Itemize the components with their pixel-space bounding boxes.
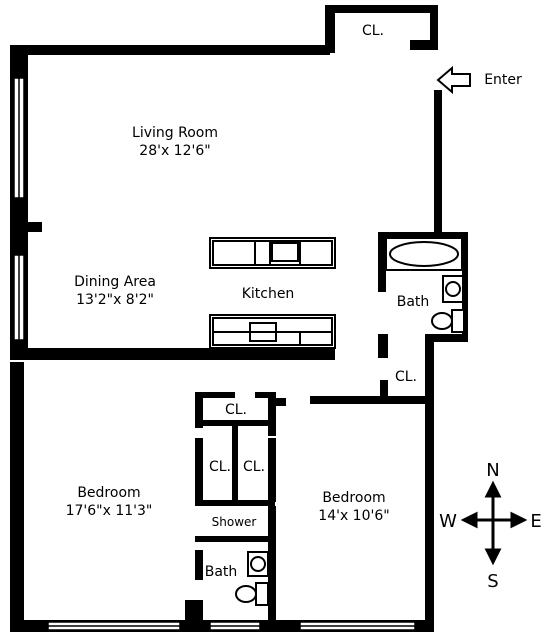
closet-right-label: CL. — [243, 459, 265, 475]
closet-hall-label: CL. — [395, 369, 417, 385]
windows — [13, 77, 416, 631]
kitchen-name: Kitchen — [242, 286, 295, 302]
compass-north: N — [486, 460, 499, 481]
entry-arrow-icon — [436, 65, 471, 95]
kitchen-fixtures — [209, 237, 336, 349]
entry-label: Enter — [484, 72, 522, 88]
shower-label: Shower — [212, 515, 257, 529]
closet-left-label: CL. — [209, 459, 231, 475]
bath-small-name: Bath — [205, 564, 238, 580]
bath-main-name: Bath — [397, 294, 430, 310]
compass-west: W — [439, 511, 457, 532]
living-room-dims: 28'x 12'6" — [139, 143, 210, 159]
compass-east: E — [530, 511, 541, 532]
bath-fixtures — [235, 237, 465, 606]
bedroom-right-dims: 14'x 10'6" — [318, 508, 389, 524]
bedroom-right-name: Bedroom — [322, 490, 385, 506]
closet-entry-label: CL. — [362, 23, 384, 39]
dining-area-dims: 13'2"x 8'2" — [76, 292, 154, 308]
compass-south: S — [487, 571, 498, 592]
living-room-name: Living Room — [132, 125, 218, 141]
dining-area-name: Dining Area — [74, 274, 156, 290]
compass-icon — [460, 480, 528, 566]
closet-top-label: CL. — [225, 402, 247, 418]
bedroom-left-dims: 17'6"x 11'3" — [66, 503, 153, 519]
bedroom-left-name: Bedroom — [77, 485, 140, 501]
